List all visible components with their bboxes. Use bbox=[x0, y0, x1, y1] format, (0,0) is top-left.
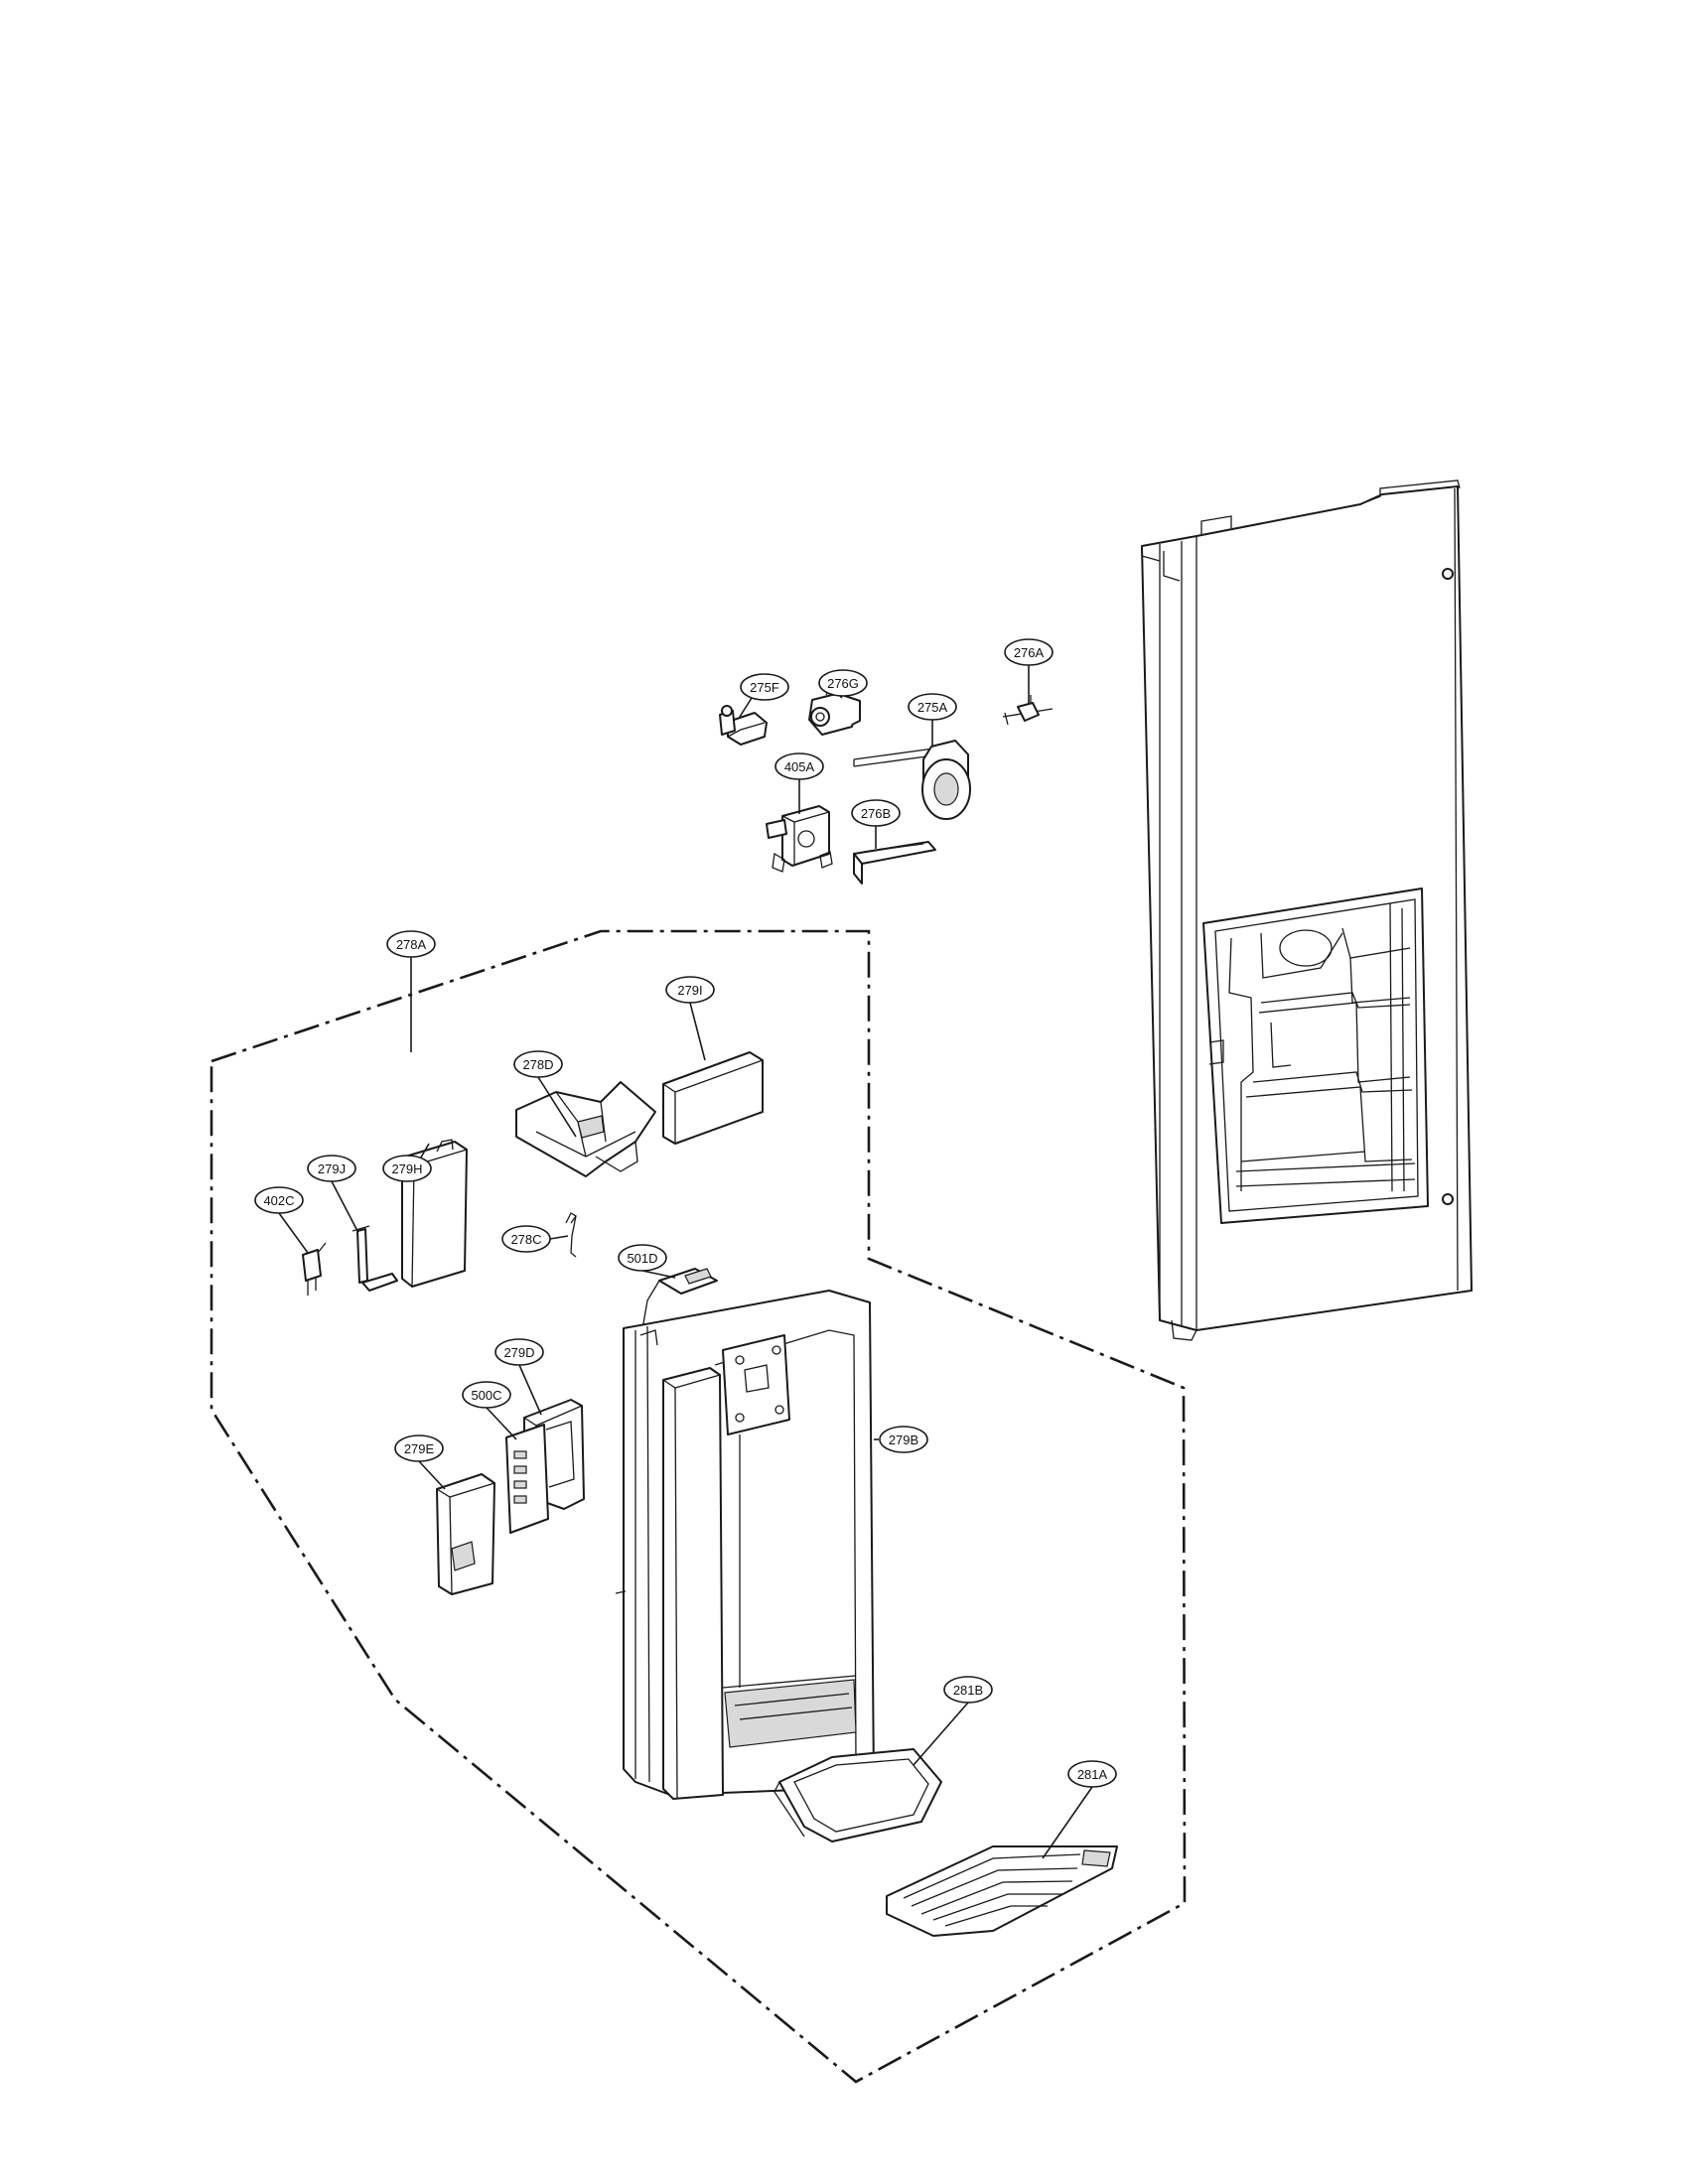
part-275a bbox=[853, 740, 971, 820]
callout-label: 279B bbox=[889, 1433, 918, 1447]
callout-278a: 278A bbox=[386, 930, 436, 958]
callout-label: 279H bbox=[391, 1161, 422, 1176]
callout-label: 276G bbox=[827, 676, 859, 691]
callout-281a: 281A bbox=[1067, 1760, 1117, 1788]
callout-label: 279I bbox=[677, 983, 702, 998]
part-278c bbox=[565, 1212, 577, 1258]
callout-279j: 279J bbox=[307, 1155, 356, 1182]
callout-276b: 276B bbox=[851, 799, 901, 827]
part-500c bbox=[505, 1424, 549, 1534]
callout-label: 500C bbox=[471, 1388, 501, 1403]
callout-label: 276B bbox=[861, 806, 891, 821]
door-panel bbox=[1141, 479, 1473, 1341]
callout-label: 275A bbox=[917, 700, 948, 715]
part-281a bbox=[886, 1845, 1118, 1937]
callout-279i: 279I bbox=[665, 976, 715, 1004]
callout-label: 278C bbox=[510, 1232, 541, 1247]
part-279i bbox=[662, 1051, 764, 1145]
callout-label: 281A bbox=[1077, 1767, 1108, 1782]
part-279j bbox=[352, 1225, 398, 1292]
callout-label: 278A bbox=[396, 937, 427, 952]
callout-label: 279J bbox=[318, 1161, 346, 1176]
part-278d bbox=[515, 1081, 656, 1177]
part-402c bbox=[302, 1242, 327, 1296]
part-405a bbox=[766, 805, 833, 873]
callout-279h: 279H bbox=[382, 1155, 432, 1182]
callout-281b: 281B bbox=[943, 1676, 993, 1704]
callout-278c: 278C bbox=[501, 1225, 551, 1253]
part-276a bbox=[1002, 695, 1054, 726]
callout-label: 402C bbox=[263, 1193, 294, 1208]
callout-279b: 279B bbox=[879, 1426, 928, 1453]
part-279b bbox=[615, 1290, 875, 1800]
callout-405a: 405A bbox=[774, 752, 824, 780]
part-281b bbox=[774, 1748, 942, 1843]
assembly-group-boundary bbox=[210, 929, 1187, 2084]
callout-label: 501D bbox=[627, 1251, 657, 1266]
part-279e bbox=[436, 1473, 495, 1595]
callout-276a: 276A bbox=[1004, 638, 1054, 666]
leader-lines bbox=[278, 665, 1093, 1859]
callout-279e: 279E bbox=[394, 1434, 444, 1462]
callout-276g: 276G bbox=[818, 669, 868, 697]
callout-275a: 275A bbox=[908, 693, 957, 721]
callout-label: 276A bbox=[1014, 645, 1045, 660]
callout-label: 279D bbox=[503, 1345, 534, 1360]
callout-label: 278D bbox=[522, 1057, 553, 1072]
callout-label: 281B bbox=[953, 1683, 983, 1698]
callout-275f: 275F bbox=[740, 673, 789, 701]
callout-500c: 500C bbox=[462, 1381, 511, 1409]
callout-279d: 279D bbox=[494, 1338, 544, 1366]
callout-402c: 402C bbox=[254, 1186, 304, 1214]
part-275f bbox=[719, 705, 768, 746]
callout-278d: 278D bbox=[513, 1050, 563, 1078]
callout-501d: 501D bbox=[618, 1244, 667, 1272]
callout-label: 405A bbox=[784, 759, 815, 774]
callout-label: 275F bbox=[750, 680, 779, 695]
part-276b bbox=[853, 841, 936, 885]
callout-label: 279E bbox=[404, 1441, 435, 1456]
